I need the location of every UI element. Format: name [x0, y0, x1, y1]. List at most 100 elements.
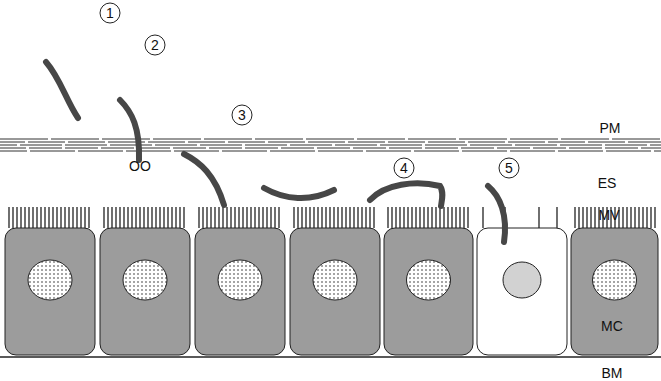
- microvillus: [147, 207, 148, 228]
- microvillus: [107, 207, 108, 228]
- microvilli: [9, 207, 655, 228]
- microvillus: [361, 207, 362, 228]
- microvillus: [387, 207, 388, 228]
- microvillus: [246, 207, 247, 228]
- microvillus: [447, 207, 448, 228]
- midgut-cell: [477, 228, 567, 355]
- microvillus: [270, 207, 271, 228]
- microvillus: [407, 207, 408, 228]
- ookinete: [184, 154, 224, 205]
- callout-circle: [100, 3, 120, 23]
- microvillus: [171, 207, 172, 228]
- microvillus: [574, 207, 575, 228]
- microvillus: [84, 207, 85, 228]
- ookinetes: [46, 62, 505, 242]
- ookinete: [120, 100, 139, 160]
- microvillus: [218, 207, 219, 228]
- layer-label: PM: [600, 120, 621, 136]
- space-label: ES: [598, 175, 617, 191]
- microvillus: [238, 207, 239, 228]
- microvillus: [423, 207, 424, 228]
- microvillus: [582, 207, 583, 228]
- callout-number: 4: [400, 160, 408, 176]
- microvillus: [214, 207, 215, 228]
- microvillus: [642, 207, 643, 228]
- microvillus: [183, 207, 184, 228]
- microvillus: [167, 207, 168, 228]
- callout-number: 5: [505, 160, 513, 176]
- microvillus: [373, 207, 374, 228]
- microvillus: [76, 207, 77, 228]
- microvillus: [586, 207, 587, 228]
- microvillus: [482, 207, 483, 228]
- microvillus: [556, 207, 557, 228]
- microvillus: [431, 207, 432, 228]
- microvillus: [321, 207, 322, 228]
- microvillus: [403, 207, 404, 228]
- peritrophic-matrix: [0, 139, 661, 151]
- microvillus: [305, 207, 306, 228]
- microvillus: [254, 207, 255, 228]
- microvillus: [127, 207, 128, 228]
- microvillus: [68, 207, 69, 228]
- callout-circle: [145, 35, 165, 55]
- microvillus: [198, 207, 199, 228]
- microvillus: [206, 207, 207, 228]
- matrix-layer: [0, 142, 661, 143]
- nucleus: [123, 260, 167, 300]
- callout-number: 2: [151, 37, 159, 53]
- microvillus: [650, 207, 651, 228]
- microvillus: [349, 207, 350, 228]
- layer-label: MV: [599, 207, 620, 223]
- microvillus: [301, 207, 302, 228]
- microvillus: [365, 207, 366, 228]
- microvillus: [72, 207, 73, 228]
- microvillus: [88, 207, 89, 228]
- nucleus: [28, 260, 72, 300]
- microvillus: [630, 207, 631, 228]
- microvillus: [135, 207, 136, 228]
- microvillus: [451, 207, 452, 228]
- microvillus: [234, 207, 235, 228]
- microvillus: [538, 207, 539, 228]
- microvillus: [230, 207, 231, 228]
- callout-number: 3: [238, 107, 246, 123]
- microvillus: [646, 207, 647, 228]
- microvillus: [262, 207, 263, 228]
- microvillus: [40, 207, 41, 228]
- microvillus: [391, 207, 392, 228]
- microvillus: [317, 207, 318, 228]
- microvillus: [459, 207, 460, 228]
- microvillus: [131, 207, 132, 228]
- microvillus: [222, 207, 223, 228]
- microvillus: [242, 207, 243, 228]
- microvillus: [163, 207, 164, 228]
- microvillus: [353, 207, 354, 228]
- microvillus: [52, 207, 53, 228]
- ookinete: [264, 188, 334, 198]
- microvillus: [258, 207, 259, 228]
- microvillus: [111, 207, 112, 228]
- midgut-cell: [5, 228, 95, 355]
- callout-circle: [394, 158, 414, 178]
- microvillus: [28, 207, 29, 228]
- microvillus: [297, 207, 298, 228]
- cell-label: MC: [601, 318, 623, 334]
- structure-label: OO: [129, 158, 151, 174]
- callout-circle: [232, 105, 252, 125]
- microvillus: [626, 207, 627, 228]
- nucleus: [218, 260, 262, 300]
- microvillus: [333, 207, 334, 228]
- microvillus: [24, 207, 25, 228]
- microvillus: [266, 207, 267, 228]
- microvillus: [590, 207, 591, 228]
- microvillus: [638, 207, 639, 228]
- ookinete: [370, 183, 442, 206]
- microvillus: [226, 207, 227, 228]
- microvillus: [439, 207, 440, 228]
- microvillus: [309, 207, 310, 228]
- matrix-layer: [0, 148, 661, 149]
- microvillus: [293, 207, 294, 228]
- microvillus: [151, 207, 152, 228]
